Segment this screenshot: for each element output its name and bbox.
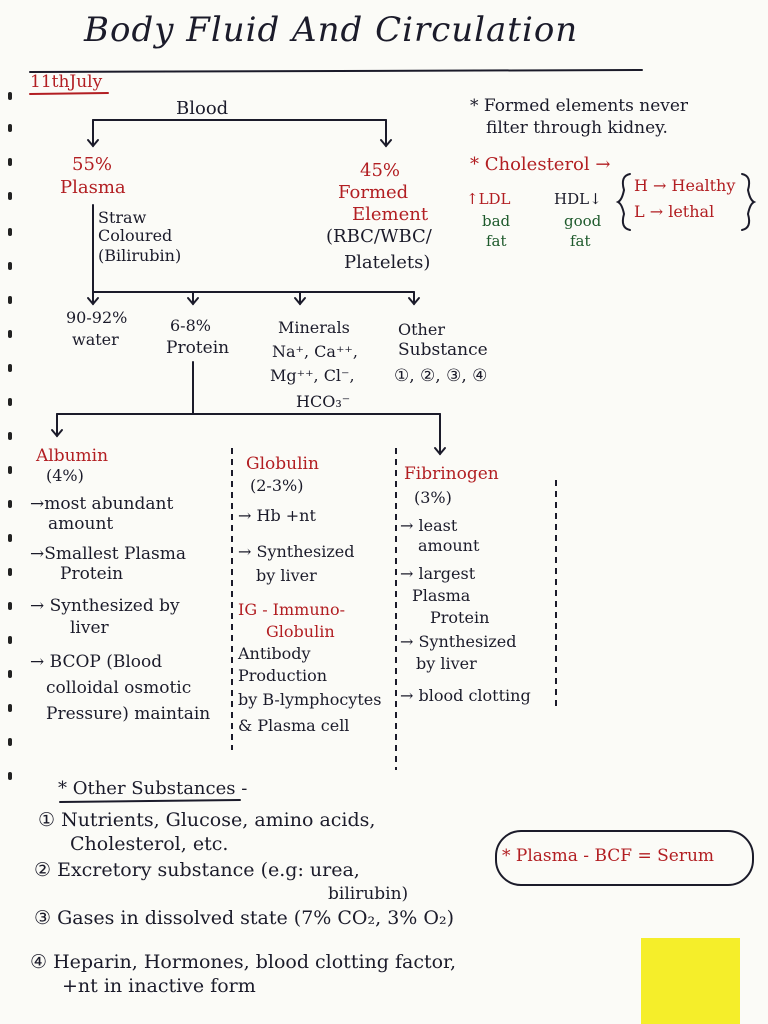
fibrinogen-point-1: → least (400, 516, 457, 535)
fibrinogen-point-3: → largest (400, 564, 475, 583)
substance-numbers: ①, ②, ③, ④ (394, 366, 487, 387)
blood-label: Blood (176, 98, 228, 120)
date: 11thJuly (30, 72, 102, 93)
albumin-point-7: → BCOP (Blood (30, 652, 162, 673)
globulin-point-1: → Hb +nt (238, 506, 316, 525)
plasma-desc-2: Coloured (98, 226, 172, 245)
bad-fat-2: fat (486, 232, 507, 250)
formed-label-2: Element (352, 204, 428, 226)
sticky-note (641, 938, 740, 1024)
ldl-lethal: L → lethal (634, 202, 714, 221)
minerals-ions-2: Mg⁺⁺, Cl⁻, (270, 366, 355, 385)
plasma-percent: 55% (72, 154, 112, 176)
note-line-1: * Formed elements never (470, 96, 688, 117)
globulin-point-5: Globulin (266, 622, 335, 641)
other-item-4b: +nt in inactive form (62, 974, 256, 998)
good-fat-1: good (564, 212, 601, 230)
plasma-desc-3: (Bilirubin) (98, 246, 181, 265)
other-item-2b: bilirubin) (328, 884, 408, 905)
albumin-point-2: amount (48, 514, 113, 535)
other-item-3: ③ Gases in dissolved state (7% CO₂, 3% O… (34, 906, 454, 930)
good-fat-2: fat (570, 232, 591, 250)
minerals-label: Minerals (278, 318, 350, 337)
protein-pct: 6-8% (170, 316, 211, 335)
page-title: Body Fluid And Circulation (84, 10, 578, 50)
formed-desc-1: (RBC/WBC/ (326, 226, 432, 248)
hdl-label: HDL↓ (554, 190, 602, 208)
water-pct: 90-92% (66, 308, 127, 327)
cholesterol-label: * Cholesterol → (470, 154, 610, 176)
globulin-point-2: → Synthesized (238, 542, 354, 561)
albumin-pct: (4%) (46, 466, 84, 485)
other-label: Other (398, 320, 445, 339)
minerals-ions-3: HCO₃⁻ (296, 392, 350, 411)
formed-label-1: Formed (338, 182, 408, 204)
fibrinogen-name: Fibrinogen (404, 464, 499, 485)
globulin-name: Globulin (246, 454, 319, 475)
formed-desc-2: Platelets) (344, 252, 430, 274)
ldl-label: ↑LDL (466, 190, 511, 208)
serum-formula: * Plasma - BCF = Serum (502, 846, 714, 867)
fibrinogen-point-7: by liver (416, 654, 477, 673)
other-item-1b: Cholesterol, etc. (70, 832, 228, 856)
globulin-point-9: & Plasma cell (238, 716, 349, 735)
albumin-name: Albumin (36, 446, 108, 467)
fibrinogen-point-4: Plasma (412, 586, 470, 605)
albumin-point-5: → Synthesized by (30, 596, 180, 617)
fibrinogen-point-8: → blood clotting (400, 686, 531, 705)
fibrinogen-point-6: → Synthesized (400, 632, 516, 651)
substance-label: Substance (398, 340, 488, 361)
protein-label: Protein (166, 338, 229, 359)
note-line-2: filter through kidney. (486, 118, 668, 139)
plasma-desc-1: Straw (98, 208, 146, 227)
other-substances-heading: * Other Substances - (58, 778, 247, 800)
water-label: water (72, 330, 119, 349)
albumin-point-1: →most abundant (30, 494, 173, 515)
globulin-point-8: by B-lymphocytes (238, 690, 381, 709)
globulin-point-7: Production (238, 666, 327, 685)
other-item-4a: ④ Heparin, Hormones, blood clotting fact… (30, 950, 456, 974)
albumin-point-8: colloidal osmotic (46, 678, 191, 699)
albumin-point-9: Pressure) maintain (46, 704, 210, 725)
plasma-label: Plasma (60, 177, 126, 199)
other-item-2a: ② Excretory substance (e.g: urea, (34, 858, 360, 882)
other-item-1a: ① Nutrients, Glucose, amino acids, (38, 808, 375, 832)
globulin-pct: (2-3%) (250, 476, 303, 495)
fibrinogen-point-2: amount (418, 536, 479, 555)
albumin-point-6: liver (70, 618, 109, 639)
hdl-healthy: H → Healthy (634, 176, 735, 195)
globulin-point-3: by liver (256, 566, 317, 585)
fibrinogen-point-5: Protein (430, 608, 489, 627)
bad-fat-1: bad (482, 212, 510, 230)
fibrinogen-pct: (3%) (414, 488, 452, 507)
globulin-point-4: IG - Immuno- (238, 600, 345, 619)
globulin-point-6: Antibody (238, 644, 311, 663)
formed-percent: 45% (360, 160, 400, 182)
albumin-point-3: →Smallest Plasma (30, 544, 186, 565)
albumin-point-4: Protein (60, 564, 123, 585)
minerals-ions-1: Na⁺, Ca⁺⁺, (272, 342, 358, 361)
